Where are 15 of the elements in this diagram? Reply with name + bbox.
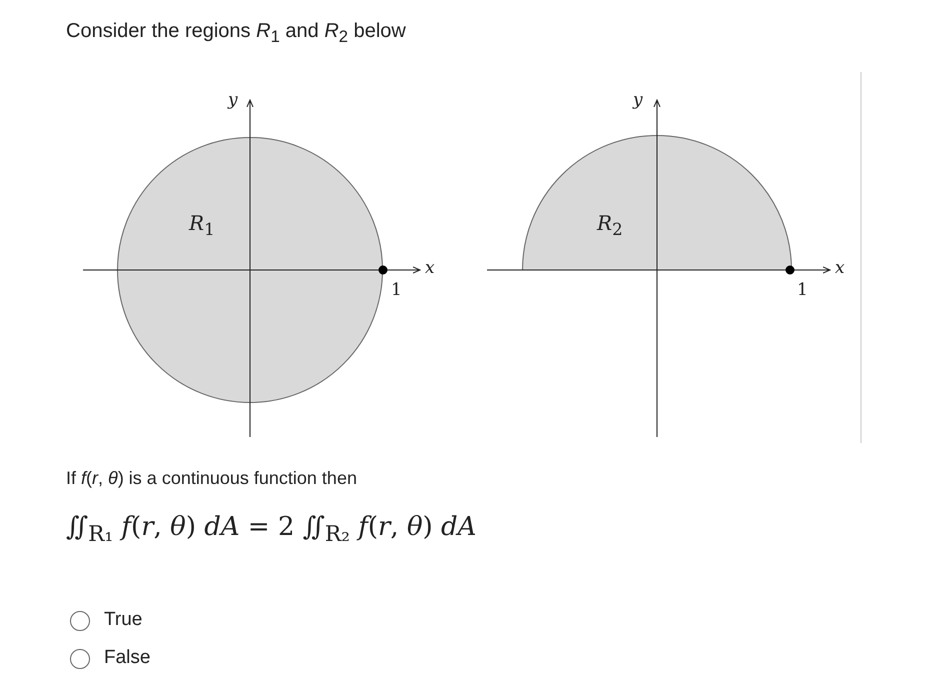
question-text: Consider the regions R$_{1}$ and R$_{2}$ below	[66, 20, 406, 47]
shaded-region	[522, 135, 792, 270]
formula: ∬$_{R₁}$ f(r, θ) dA = 2 ∬$_{R₂}$ f(r, θ) dA	[66, 512, 476, 548]
option-label: False	[104, 647, 150, 669]
shaded-region	[117, 137, 383, 403]
question-text: If f(r, θ) is a continuous function then	[66, 468, 357, 489]
region-label: R$_{2}$	[597, 211, 623, 239]
axis-label: y	[633, 90, 643, 110]
tick-label: 1	[391, 280, 402, 300]
axis-label: x	[425, 258, 435, 278]
tick-label: 1	[797, 280, 808, 300]
region-label: R$_{1}$	[189, 211, 215, 239]
axis-label: y	[228, 90, 238, 110]
option-label: True	[104, 609, 142, 631]
axis-label: x	[835, 258, 845, 278]
